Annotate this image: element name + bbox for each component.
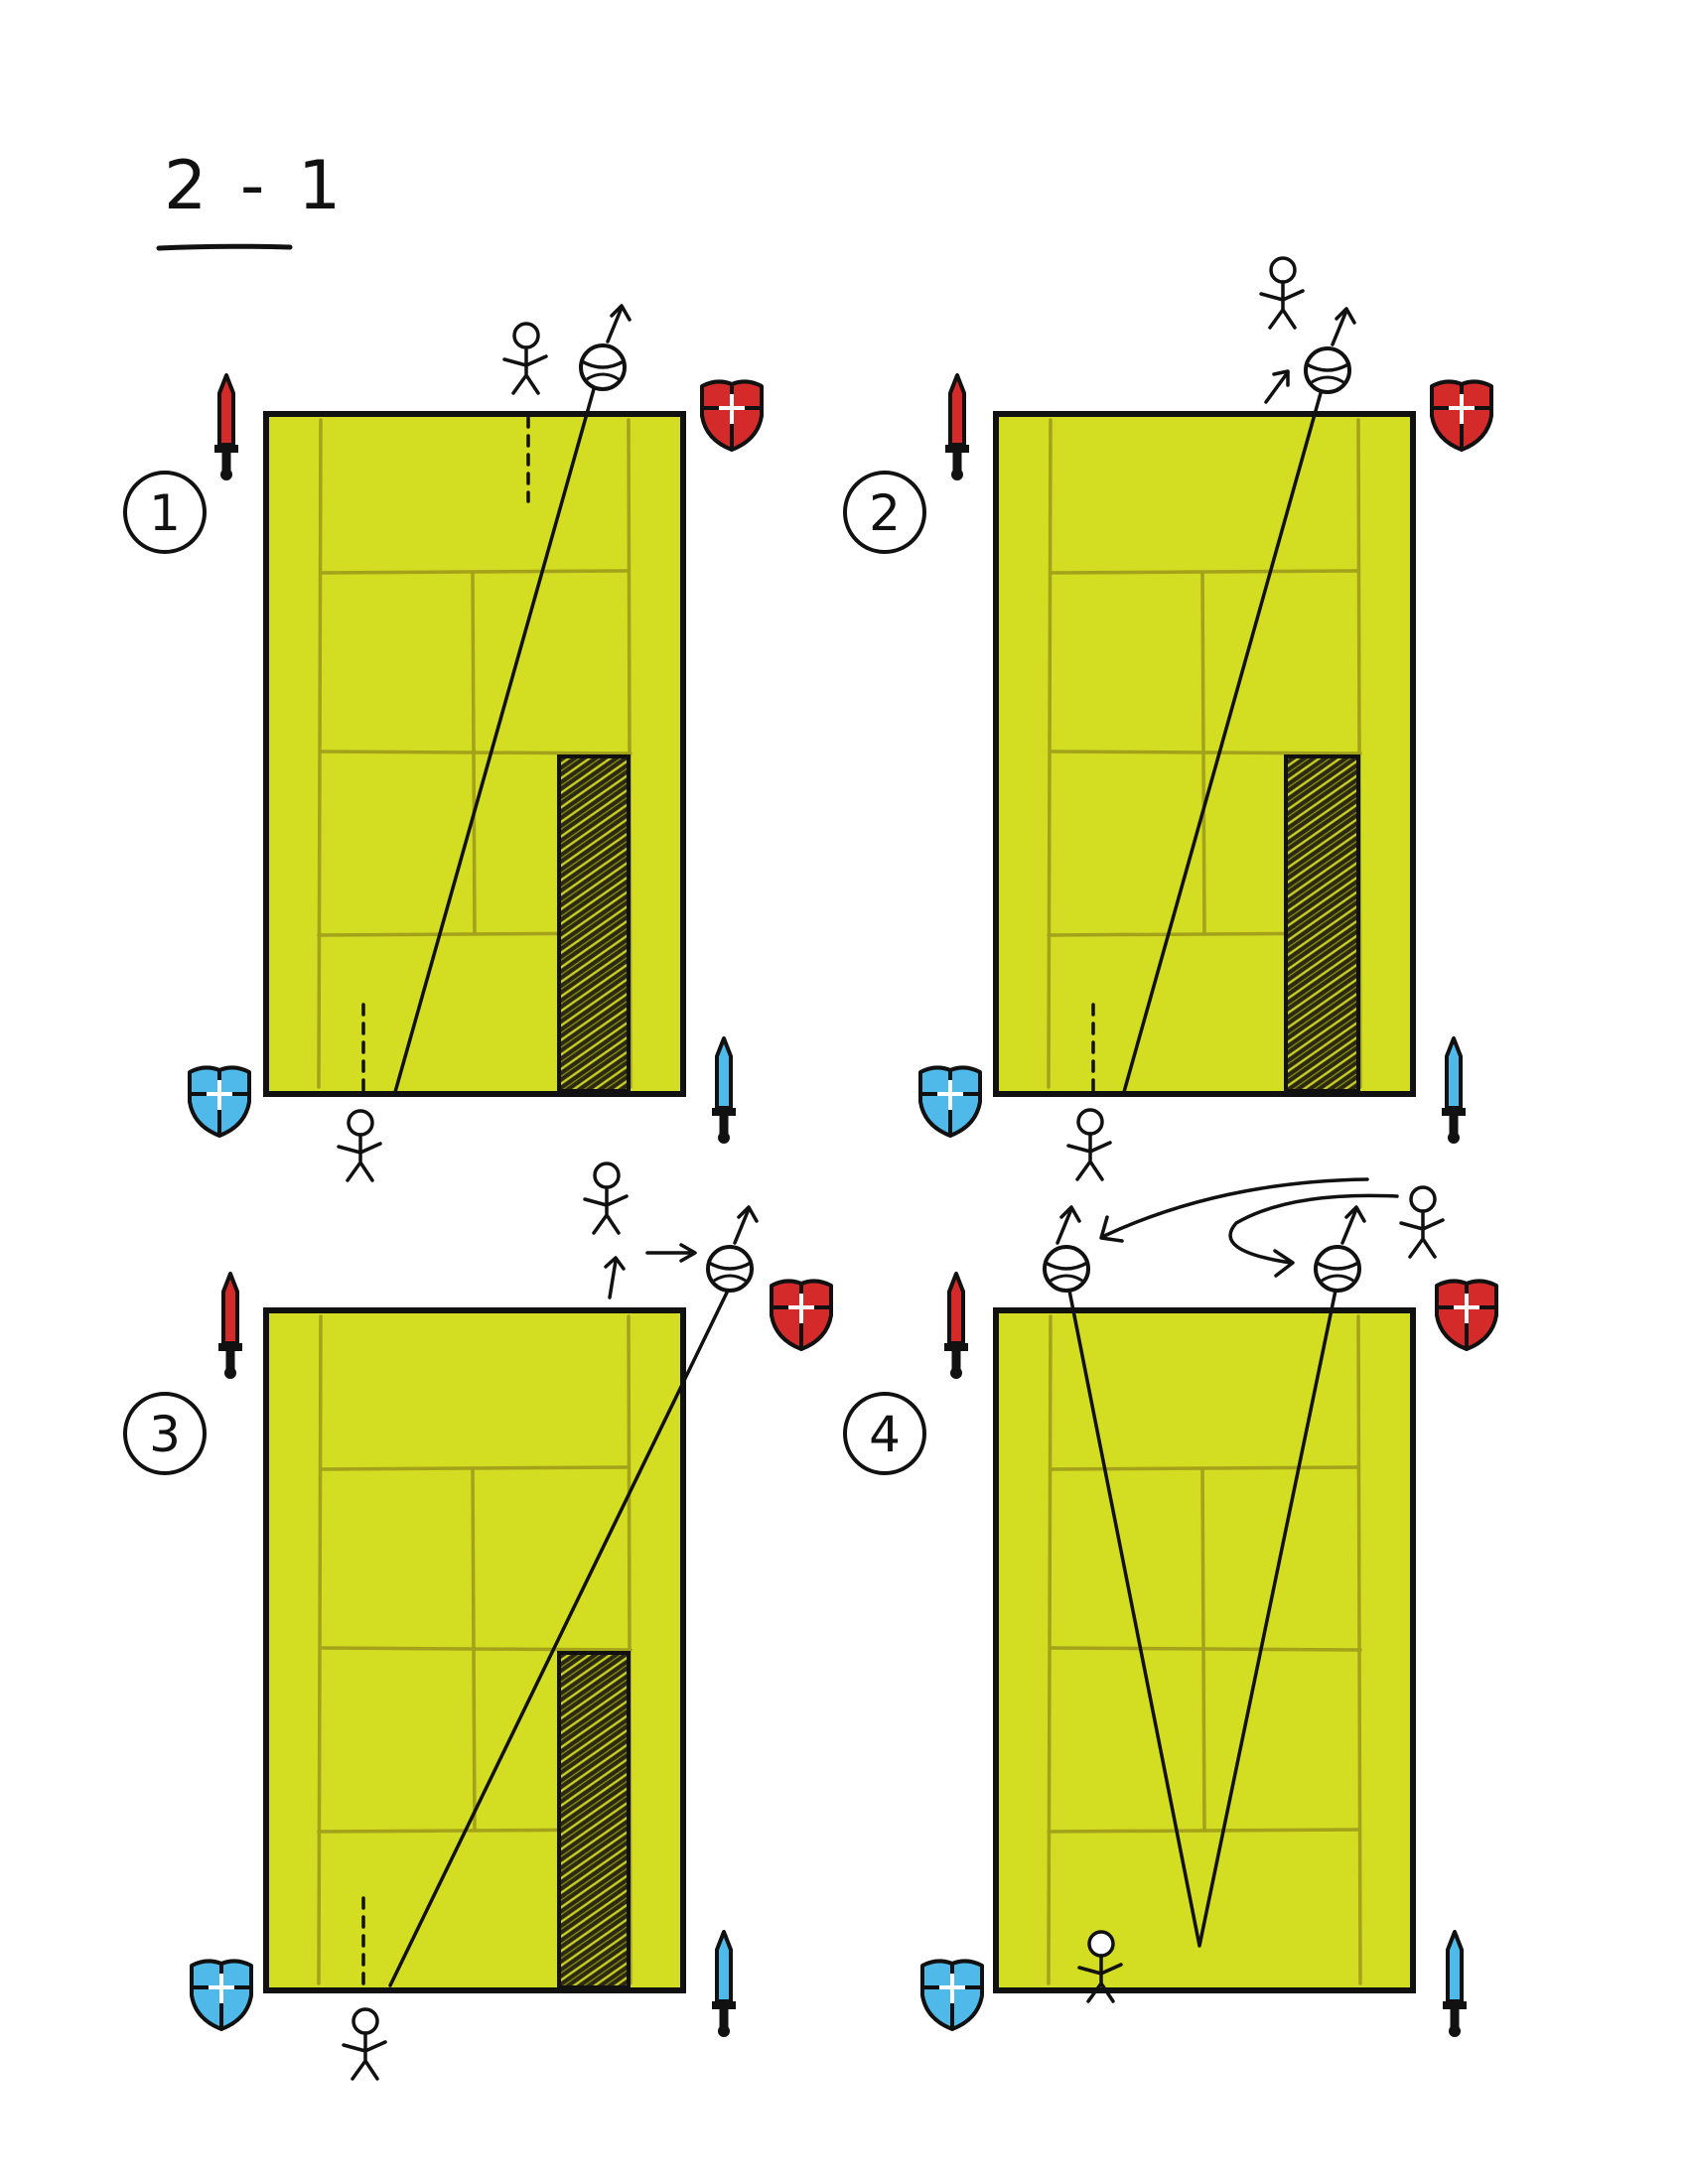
sword-icon xyxy=(942,1272,970,1381)
step-number-3: 3 xyxy=(149,1406,181,1463)
step-badge-4 xyxy=(843,1392,926,1475)
tennis-ball-icon xyxy=(706,1245,754,1293)
stick-figure-icon xyxy=(337,1109,382,1182)
sword-icon xyxy=(1440,1036,1468,1146)
run-arrow xyxy=(645,1243,697,1263)
target-zone-3 xyxy=(557,1651,631,1989)
move-arrow xyxy=(1099,1177,1369,1243)
stick-figure-icon xyxy=(342,2007,387,2081)
step-badge-3 xyxy=(123,1392,207,1475)
ball-arrow-icon xyxy=(1331,307,1356,346)
shield-icon xyxy=(190,1959,253,2031)
run-arrow xyxy=(604,1256,626,1299)
sword-icon xyxy=(710,1036,738,1146)
shot-path-2 xyxy=(1122,391,1323,1094)
shot-path-3 xyxy=(388,1289,730,1987)
step-number-4: 4 xyxy=(869,1406,901,1463)
sword-icon xyxy=(943,373,971,482)
stick-figure-icon xyxy=(1066,1108,1112,1181)
step-badge-1 xyxy=(123,471,207,554)
shot-path-1 xyxy=(393,387,596,1094)
tennis-ball-icon xyxy=(1314,1245,1361,1293)
ball-arrow-icon xyxy=(1055,1205,1081,1245)
stick-figure-icon xyxy=(583,1161,629,1235)
shield-icon xyxy=(918,1065,982,1138)
shield-icon xyxy=(188,1065,251,1138)
small-arrow-icon xyxy=(1264,369,1290,404)
stick-figure-icon xyxy=(1259,256,1305,330)
loop-arrow xyxy=(1228,1193,1399,1278)
target-zone-1 xyxy=(557,754,631,1093)
stick-figure-icon xyxy=(1399,1185,1445,1259)
panel-4: 4 xyxy=(843,1177,1498,2039)
step-badge-2 xyxy=(843,471,926,554)
panel-1: 1 xyxy=(123,304,764,1182)
tennis-ball-icon xyxy=(1043,1245,1090,1293)
target-zone-2 xyxy=(1284,754,1360,1093)
shield-icon xyxy=(770,1279,833,1351)
shield-icon xyxy=(920,1959,984,2031)
page-title: 2 - 1 xyxy=(164,147,347,225)
panel-2: 2 xyxy=(843,256,1493,1181)
ball-arrow-icon xyxy=(1340,1205,1366,1245)
stick-figure-icon xyxy=(502,322,548,395)
shield-icon xyxy=(700,379,764,452)
shield-icon xyxy=(1430,379,1493,452)
sword-icon xyxy=(1441,1930,1469,2039)
tennis-ball-icon xyxy=(1304,346,1351,394)
title-underline xyxy=(156,243,293,251)
step-number-2: 2 xyxy=(869,484,901,542)
sword-icon xyxy=(212,373,240,482)
panel-3: 3 xyxy=(123,1161,833,2081)
sword-icon xyxy=(216,1272,244,1381)
tennis-ball-icon xyxy=(579,343,627,391)
shield-icon xyxy=(1435,1279,1498,1351)
ball-arrow-icon xyxy=(606,304,632,343)
sword-icon xyxy=(710,1930,738,2039)
shot-path-4 xyxy=(1067,1289,1337,1948)
ball-arrow-icon xyxy=(733,1205,759,1245)
step-number-1: 1 xyxy=(149,484,181,542)
